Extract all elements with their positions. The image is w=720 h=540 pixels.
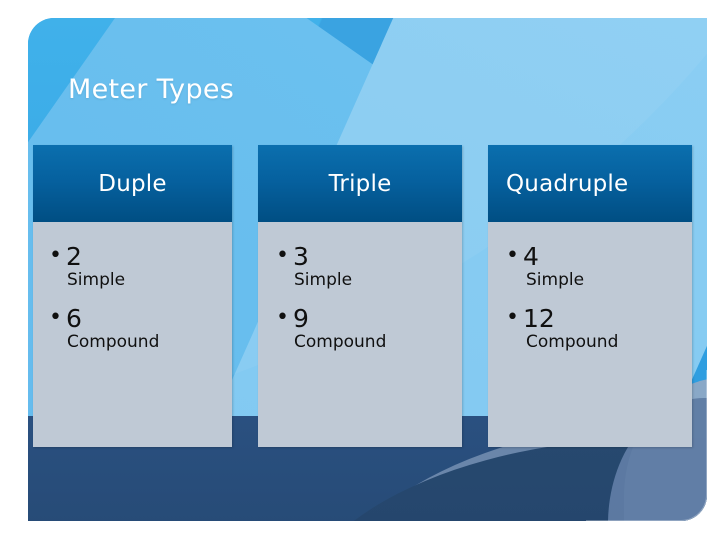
column-body-triple: • 3 Simple • 9 Compound (258, 222, 462, 447)
bullet-icon: • (49, 304, 62, 330)
slide-canvas: Meter Types Duple • 2 Simple • 6 Co (28, 18, 707, 521)
bullet-icon: • (276, 243, 289, 268)
entry-value: 12 (522, 303, 555, 333)
list-item: • 4 Simple (488, 242, 692, 291)
entry-value: 9 (292, 303, 309, 333)
entry-label: Simple (294, 270, 353, 291)
entry-label: Simple (67, 270, 126, 291)
list-item: • 6 Compound (33, 303, 232, 353)
entry-value-row: • 6 (33, 303, 232, 333)
slide-title: Meter Types (68, 74, 235, 105)
column-header-triple: Triple (258, 145, 462, 222)
entry-value-row: • 2 (33, 242, 232, 271)
list-item: • 12 Compound (488, 303, 692, 353)
entry-value: 6 (65, 303, 82, 333)
entry-value-row: • 4 (488, 242, 692, 271)
list-item: • 9 Compound (258, 303, 462, 353)
bullet-icon: • (506, 304, 519, 330)
entry-value: 3 (292, 242, 309, 271)
table-column-quadruple: Quadruple • 4 Simple • 12 Compound (488, 145, 692, 447)
entry-value-row: • 9 (258, 303, 462, 333)
entry-label: Simple (526, 270, 585, 291)
entry-label: Compound (294, 332, 387, 353)
meter-types-table: Duple • 2 Simple • 6 Compound (33, 145, 696, 447)
entry-label: Compound (526, 332, 619, 353)
background-bottom-band (28, 448, 707, 521)
bullet-icon: • (49, 243, 62, 268)
bullet-icon: • (276, 304, 289, 330)
column-body-duple: • 2 Simple • 6 Compound (33, 222, 232, 447)
bullet-icon: • (506, 243, 519, 268)
list-item: • 3 Simple (258, 242, 462, 291)
entry-label: Compound (67, 332, 160, 353)
entry-value-row: • 3 (258, 242, 462, 271)
column-body-quadruple: • 4 Simple • 12 Compound (488, 222, 692, 447)
entry-value-row: • 12 (488, 303, 692, 333)
entry-value: 2 (65, 242, 82, 271)
column-header-duple: Duple (33, 145, 232, 222)
background-swoosh-cut (290, 438, 707, 521)
list-item: • 2 Simple (33, 242, 232, 291)
table-column-duple: Duple • 2 Simple • 6 Compound (33, 145, 232, 447)
column-header-quadruple: Quadruple (488, 145, 692, 222)
table-column-triple: Triple • 3 Simple • 9 Compound (258, 145, 462, 447)
entry-value: 4 (522, 242, 539, 271)
